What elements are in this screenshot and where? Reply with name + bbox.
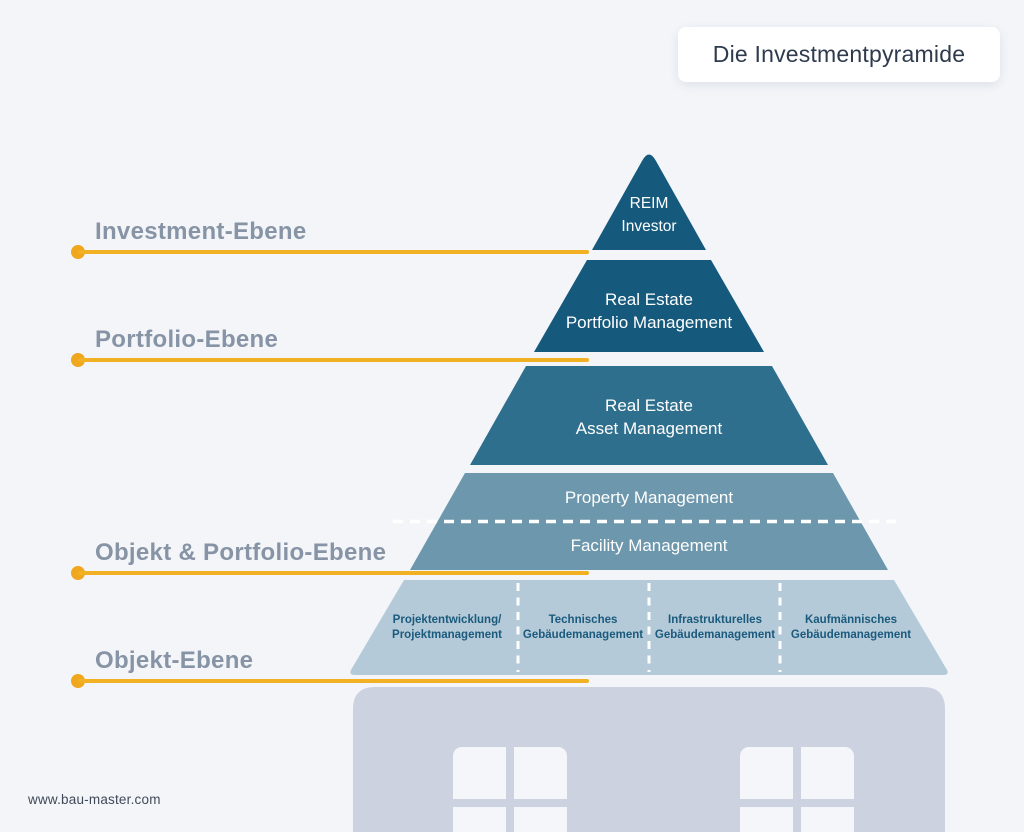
page-title: Die Investmentpyramide <box>712 41 966 67</box>
level-line-objekt <box>78 679 589 683</box>
level-label-objekt: Objekt-Ebene <box>95 647 254 674</box>
window-right-vertical-mullion <box>793 747 801 832</box>
level-label-portfolio: Portfolio-Ebene <box>95 326 279 353</box>
window-right-horizontal-mullion <box>740 799 854 807</box>
tier-asset-management-shape <box>470 366 828 465</box>
segment-text-line: Projektentwicklung/ <box>392 614 502 626</box>
segment-text-line: Projektmanagement <box>392 629 502 641</box>
window-left-horizontal-mullion <box>453 799 567 807</box>
segment-text-line: Kaufmännisches <box>804 614 898 626</box>
tier-reim-investor-shape <box>592 154 706 250</box>
tier-text-property-management: Property Management <box>564 488 734 507</box>
tier-text-facility-management: Facility Management <box>570 536 728 555</box>
segment-text-technisches: Technisches Gebäudemanagement <box>513 613 653 643</box>
tier-text-line: Asset Management <box>575 419 723 438</box>
level-line-portfolio <box>78 358 589 362</box>
level-line-objekt-portfolio <box>78 571 589 575</box>
level-label-objekt-portfolio: Objekt & Portfolio-Ebene <box>95 539 387 566</box>
segment-text-line: Gebäudemanagement <box>654 629 776 641</box>
title-card: Die Investmentpyramide <box>678 27 1000 82</box>
tier-text-line: Investor <box>621 218 677 235</box>
window-left-vertical-mullion <box>506 747 514 832</box>
website-url: www.bau-master.com <box>28 792 161 807</box>
segment-text-projektentwicklung: Projektentwicklung/ Projektmanagement <box>377 613 517 643</box>
segment-text-line: Gebäudemanagement <box>790 629 912 641</box>
tier-text-line: Portfolio Management <box>565 313 733 332</box>
tier-text-line: REIM <box>629 195 669 212</box>
tier-text-line: Real Estate <box>605 396 693 415</box>
tier-portfolio-management-shape <box>534 260 764 352</box>
segment-text-line: Technisches <box>548 614 618 626</box>
tier-text-line: Real Estate <box>605 290 693 309</box>
tier-text-asset-management: Real Estate Asset Management <box>449 394 849 440</box>
level-label-investment: Investment-Ebene <box>95 218 307 245</box>
building-illustration <box>353 687 945 832</box>
segment-text-kaufmaennisches: Kaufmännisches Gebäudemanagement <box>781 613 921 643</box>
tier-text-portfolio-management: Real Estate Portfolio Management <box>499 288 799 334</box>
segment-text-line: Gebäudemanagement <box>522 629 644 641</box>
tier-text-reim-investor: REIM Investor <box>549 192 749 238</box>
segment-text-infrastrukturelles: Infrastrukturelles Gebäudemanagement <box>645 613 785 643</box>
level-line-investment <box>78 250 589 254</box>
segment-text-line: Infrastrukturelles <box>668 614 762 626</box>
